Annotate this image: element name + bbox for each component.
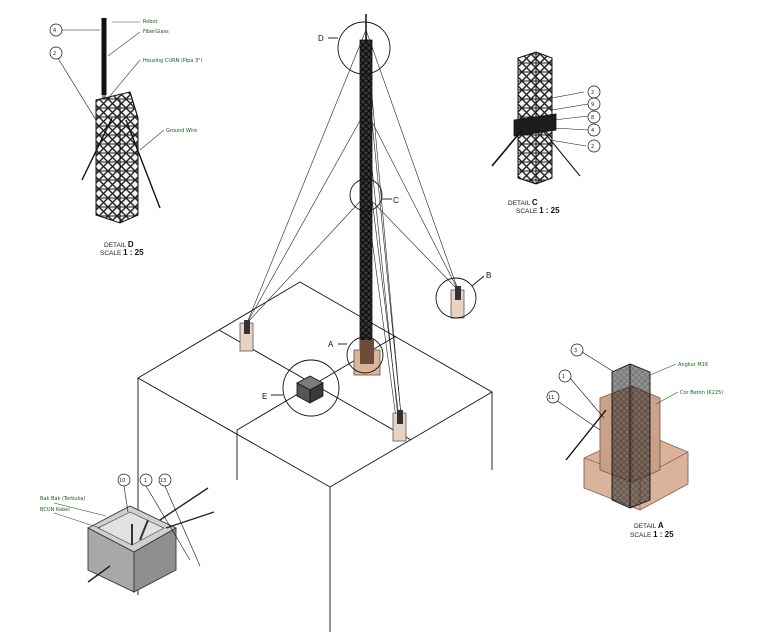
detail-e-num-2: 1: [144, 478, 147, 484]
detail-e-num-1: 10: [119, 478, 125, 484]
detail-a-callout-2: Cor Beton (K225): [680, 390, 723, 396]
detail-c-num-3: 8: [591, 115, 594, 121]
detail-d-callout-3: Housing CURN (Pipa 3"): [143, 58, 202, 64]
detail-d-title: DETAIL D: [104, 240, 134, 249]
detail-marker-c[interactable]: [349, 178, 392, 212]
detail-d-num-2: 2: [53, 51, 56, 57]
detail-marker-b[interactable]: [435, 275, 485, 319]
detail-letter-a: A: [328, 340, 334, 349]
detail-c-num-4: 4: [591, 128, 594, 134]
detail-d-num-1: 4: [53, 28, 56, 34]
detail-d-callout-2: FiberGlass: [143, 29, 169, 35]
detail-marker-d[interactable]: [328, 21, 391, 75]
detail-a-num-3: 11: [548, 395, 554, 401]
detail-d-callout-1: Robot: [143, 19, 158, 25]
detail-e-callout-2: BCUN Kabel: [40, 507, 70, 513]
guy-wires: [246, 29, 459, 419]
detail-e-callout-1: Bak Bak (Terbuka): [40, 496, 85, 502]
detail-c-num-2: 9: [591, 102, 594, 108]
handhole-box: [296, 375, 324, 404]
ground-platform: [137, 281, 493, 632]
detail-c-title: DETAIL C: [508, 198, 538, 207]
detail-a-num-2: 1: [562, 374, 565, 380]
detail-e-num-3: 13: [160, 478, 166, 484]
detail-c-num-1: 2: [591, 90, 594, 96]
detail-marker-a[interactable]: [338, 336, 384, 374]
detail-d-callout-4: Ground Wire: [166, 128, 197, 134]
mast-foundation: [353, 340, 381, 376]
detail-a-num-1: 3: [574, 348, 577, 354]
detail-a-title: DETAIL A: [634, 521, 664, 530]
detail-c-drawing: [491, 51, 601, 185]
anchor-block-left: [239, 320, 254, 352]
detail-letter-d: D: [318, 34, 324, 43]
anchor-block-front: [392, 410, 407, 442]
lattice-mast: [359, 14, 373, 361]
detail-d-drawing: [49, 18, 165, 224]
detail-letter-b: B: [486, 271, 491, 280]
detail-d-scale: SCALE 1 : 25: [100, 248, 144, 257]
detail-e-drawing: [53, 473, 215, 593]
detail-c-scale: SCALE 1 : 25: [516, 206, 560, 215]
detail-letter-e: E: [262, 392, 267, 401]
detail-marker-e[interactable]: [271, 359, 340, 417]
anchor-block-right: [450, 286, 465, 319]
detail-a-callout-1: Angkur M16: [678, 362, 708, 368]
detail-c-num-5: 2: [591, 144, 594, 150]
detail-a-scale: SCALE 1 : 25: [630, 530, 674, 539]
detail-a-drawing: [546, 343, 689, 511]
detail-letter-c: C: [393, 196, 399, 205]
